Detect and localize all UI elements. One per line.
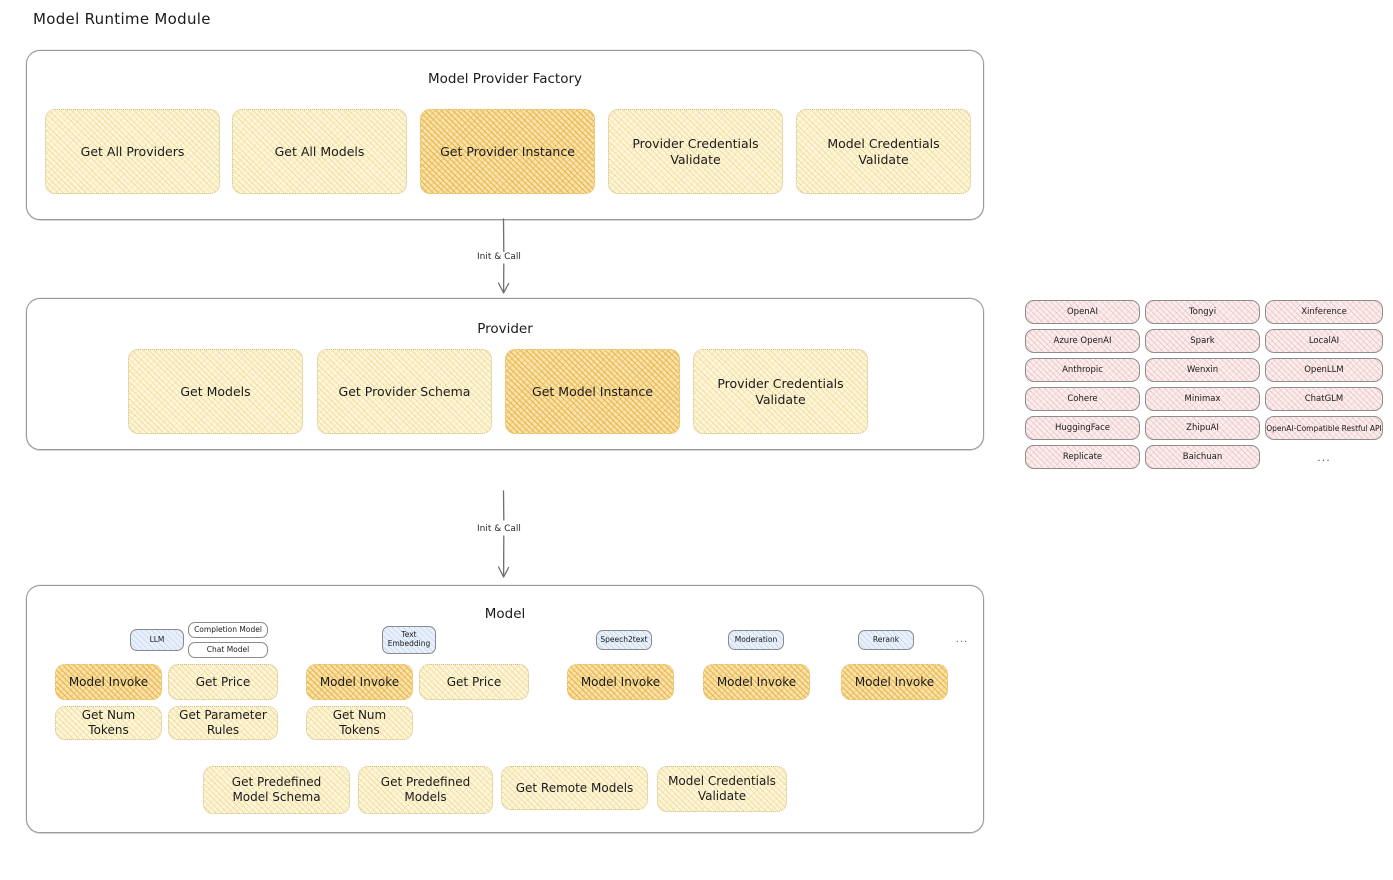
provider-chip-openai-compatible-restful-api[interactable]: OpenAI-Compatible Restful API bbox=[1265, 416, 1383, 440]
provider-node-get-model-instance[interactable]: Get Model Instance bbox=[505, 349, 680, 434]
model-node-llm-model-invoke[interactable]: Model Invoke bbox=[55, 664, 162, 700]
provider-chip-spark[interactable]: Spark bbox=[1145, 329, 1260, 353]
model-node-embedding-get-num-tokens[interactable]: Get Num Tokens bbox=[306, 706, 413, 740]
provider-title: Provider bbox=[477, 321, 533, 337]
provider-chip-zhipuai[interactable]: ZhipuAI bbox=[1145, 416, 1260, 440]
arrow-factory-to-provider bbox=[497, 218, 510, 294]
provider-chip-baichuan[interactable]: Baichuan bbox=[1145, 445, 1260, 469]
factory-title: Model Provider Factory bbox=[427, 71, 582, 87]
provider-chip-chatglm[interactable]: ChatGLM bbox=[1265, 387, 1383, 411]
model-tag-llm[interactable]: LLM bbox=[130, 629, 184, 651]
model-title: Model bbox=[484, 606, 526, 622]
model-node-embedding-get-price[interactable]: Get Price bbox=[419, 664, 529, 700]
factory-node-get-provider-instance[interactable]: Get Provider Instance bbox=[420, 109, 595, 194]
model-node-get-predefined-model-schema[interactable]: Get Predefined Model Schema bbox=[203, 766, 350, 814]
model-node-get-predefined-models[interactable]: Get Predefined Models bbox=[358, 766, 493, 814]
provider-chip-huggingface[interactable]: HuggingFace bbox=[1025, 416, 1140, 440]
provider-chip-azure-openai[interactable]: Azure OpenAI bbox=[1025, 329, 1140, 353]
provider-node-get-models[interactable]: Get Models bbox=[128, 349, 303, 434]
model-node-speech2text-model-invoke[interactable]: Model Invoke bbox=[567, 664, 674, 700]
model-tag-chat-model[interactable]: Chat Model bbox=[188, 642, 268, 658]
page-title: Model Runtime Module bbox=[33, 10, 211, 28]
model-tag-more: ... bbox=[955, 634, 969, 646]
model-provider-factory-card: Model Provider Factory Get All Providers… bbox=[26, 50, 984, 220]
model-node-moderation-model-invoke[interactable]: Model Invoke bbox=[703, 664, 810, 700]
model-tag-rerank[interactable]: Rerank bbox=[858, 630, 914, 650]
provider-chip-tongyi[interactable]: Tongyi bbox=[1145, 300, 1260, 324]
model-node-llm-get-price[interactable]: Get Price bbox=[168, 664, 278, 700]
provider-node-provider-credentials-validate[interactable]: Provider Credentials Validate bbox=[693, 349, 868, 434]
provider-chip-localai[interactable]: LocalAI bbox=[1265, 329, 1383, 353]
model-node-llm-get-num-tokens[interactable]: Get Num Tokens bbox=[55, 706, 162, 740]
model-node-llm-get-parameter-rules[interactable]: Get Parameter Rules bbox=[168, 706, 278, 740]
provider-card: Provider Get Models Get Provider Schema … bbox=[26, 298, 1003, 469]
provider-chip-xinference[interactable]: Xinference bbox=[1265, 300, 1383, 324]
arrow-provider-to-model bbox=[497, 490, 510, 578]
provider-chip-openllm[interactable]: OpenLLM bbox=[1265, 358, 1383, 382]
model-tag-completion-model[interactable]: Completion Model bbox=[188, 622, 268, 638]
model-tag-speech2text[interactable]: Speech2text bbox=[596, 630, 652, 650]
provider-chip-openai[interactable]: OpenAI bbox=[1025, 300, 1140, 324]
model-node-embedding-model-invoke[interactable]: Model Invoke bbox=[306, 664, 413, 700]
provider-chip-cohere[interactable]: Cohere bbox=[1025, 387, 1140, 411]
factory-node-get-all-models[interactable]: Get All Models bbox=[232, 109, 407, 194]
model-card: Model LLM Completion Model Chat Model Te… bbox=[26, 585, 1003, 852]
factory-node-model-credentials-validate[interactable]: Model Credentials Validate bbox=[796, 109, 971, 194]
provider-chip-anthropic[interactable]: Anthropic bbox=[1025, 358, 1140, 382]
provider-chip-more: ... bbox=[1317, 450, 1331, 464]
provider-chip-replicate[interactable]: Replicate bbox=[1025, 445, 1140, 469]
provider-node-get-provider-schema[interactable]: Get Provider Schema bbox=[317, 349, 492, 434]
factory-node-get-all-providers[interactable]: Get All Providers bbox=[45, 109, 220, 194]
provider-chip-wenxin[interactable]: Wenxin bbox=[1145, 358, 1260, 382]
provider-chip-minimax[interactable]: Minimax bbox=[1145, 387, 1260, 411]
arrow-label-init-call-2: Init & Call bbox=[474, 524, 524, 534]
model-tag-text-embedding[interactable]: Text Embedding bbox=[382, 626, 436, 654]
model-node-rerank-model-invoke[interactable]: Model Invoke bbox=[841, 664, 948, 700]
factory-node-provider-credentials-validate[interactable]: Provider Credentials Validate bbox=[608, 109, 783, 194]
arrow-label-init-call-1: Init & Call bbox=[474, 252, 524, 262]
model-node-model-credentials-validate[interactable]: Model Credentials Validate bbox=[657, 766, 787, 812]
model-node-get-remote-models[interactable]: Get Remote Models bbox=[501, 766, 648, 810]
model-tag-moderation[interactable]: Moderation bbox=[728, 630, 784, 650]
